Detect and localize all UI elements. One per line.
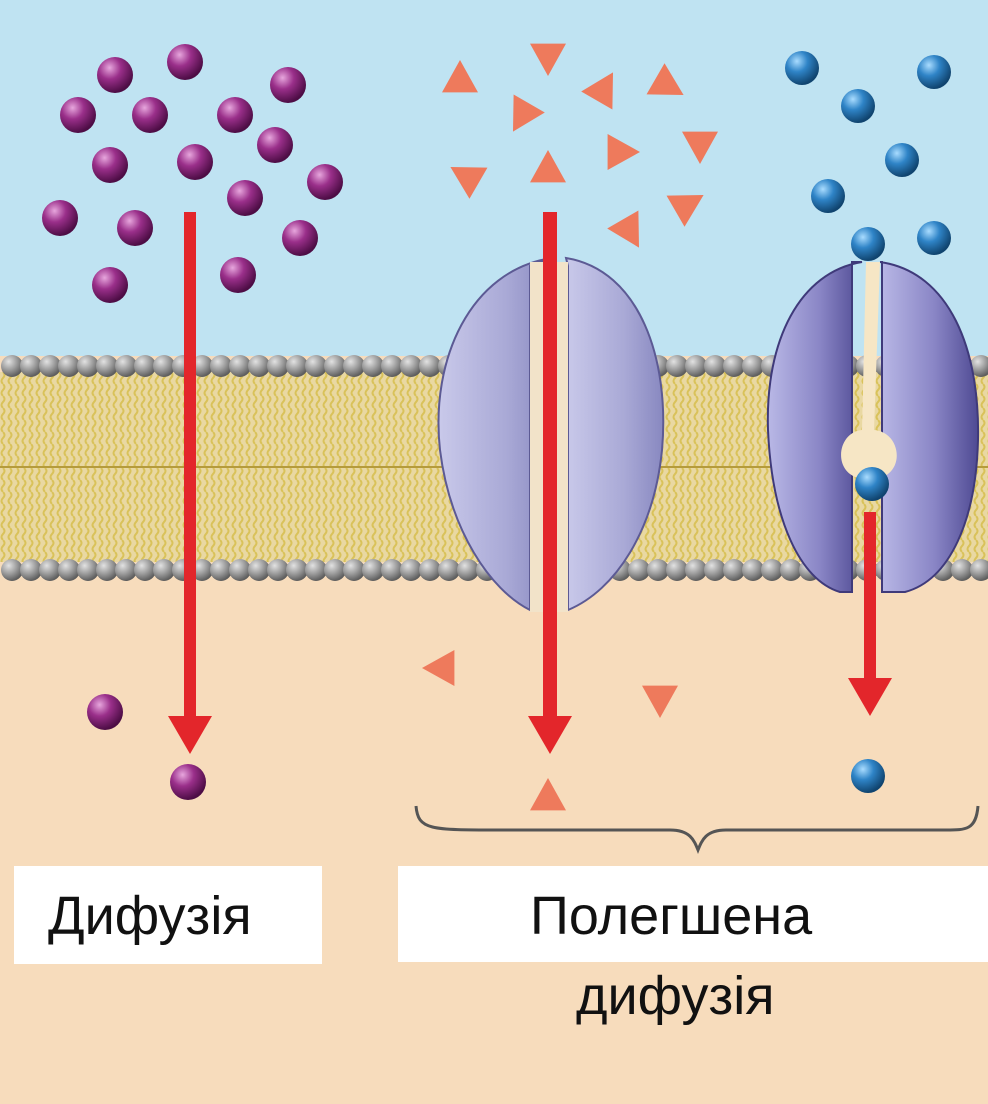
blue-sphere-molecule [785,51,819,85]
lipid-head [780,559,802,581]
purple-sphere-molecule [167,44,203,80]
blue-sphere-molecule [917,55,951,89]
lipid-head [58,355,80,377]
lipid-head [628,559,650,581]
blue-sphere-molecule [811,179,845,213]
lipid-head [362,355,384,377]
lipid-head [685,355,707,377]
lipid-head [685,559,707,581]
blue-sphere-molecule [855,467,889,501]
lipid-head [419,355,441,377]
lipid-head [704,559,726,581]
label-facilitated-box: Полегшена [398,866,988,962]
lipid-head [324,355,346,377]
lipid-head [381,355,403,377]
lipid-head [39,559,61,581]
lipid-head [229,355,251,377]
purple-sphere-molecule [132,97,168,133]
lipid-head [647,559,669,581]
channel-arrow-shaft [543,212,557,720]
purple-sphere-molecule [97,57,133,93]
purple-sphere-molecule [117,210,153,246]
blue-sphere-molecule [917,221,951,255]
lipid-head [666,559,688,581]
lipid-head [39,355,61,377]
purple-sphere-molecule [227,180,263,216]
diffusion-arrow-shaft [184,212,196,720]
purple-sphere-molecule [282,220,318,256]
purple-sphere-molecule [92,267,128,303]
purple-sphere-molecule [257,127,293,163]
lipid-head [1,559,23,581]
lipid-head [286,355,308,377]
lipid-head [96,355,118,377]
lipid-head [324,559,346,581]
lipid-head [248,559,270,581]
lipid-head [1,355,23,377]
purple-sphere-molecule [92,147,128,183]
lipid-head [134,355,156,377]
lipid-head [400,355,422,377]
lipid-head [267,355,289,377]
lipid-head [723,559,745,581]
lipid-head [58,559,80,581]
lipid-head [115,355,137,377]
lipid-head [134,559,156,581]
lipid-head [381,559,403,581]
lipid-head [951,559,973,581]
purple-sphere-molecule [170,764,206,800]
lipid-head [400,559,422,581]
lipid-head [438,559,460,581]
lipid-head [419,559,441,581]
blue-sphere-molecule [851,759,885,793]
lipid-head [77,559,99,581]
lipid-head [742,559,764,581]
purple-sphere-molecule [270,67,306,103]
lipid-head [153,355,175,377]
lipid-head [96,559,118,581]
lipid-head [343,355,365,377]
lipid-head [723,355,745,377]
lipid-head [229,559,251,581]
lipid-head [248,355,270,377]
purple-sphere-molecule [60,97,96,133]
lipid-head [742,355,764,377]
blue-sphere-molecule [885,143,919,177]
purple-sphere-molecule [87,694,123,730]
lipid-head [305,559,327,581]
label-facilitated-line2: дифузія [576,966,775,1026]
purple-sphere-molecule [177,144,213,180]
lipid-head [457,559,479,581]
purple-sphere-molecule [42,200,78,236]
label-diffusion-box: Дифузія [14,866,322,964]
lipid-head [20,355,42,377]
lipid-head [666,355,688,377]
lipid-head [210,559,232,581]
lipid-head [153,559,175,581]
label-facilitated-line1: Полегшена [530,886,812,946]
lipid-head [77,355,99,377]
lipid-head [286,559,308,581]
lipid-head [343,559,365,581]
blue-sphere-molecule [841,89,875,123]
purple-sphere-molecule [217,97,253,133]
lipid-head [761,559,783,581]
purple-sphere-molecule [220,257,256,293]
lipid-head [362,559,384,581]
lipid-head [115,559,137,581]
lipid-head [704,355,726,377]
purple-sphere-molecule [307,164,343,200]
lipid-head [210,355,232,377]
lipid-head [267,559,289,581]
label-diffusion: Дифузія [48,886,252,946]
lipid-head [305,355,327,377]
lipid-head [20,559,42,581]
blue-sphere-molecule [851,227,885,261]
carrier-arrow-shaft [864,512,876,682]
